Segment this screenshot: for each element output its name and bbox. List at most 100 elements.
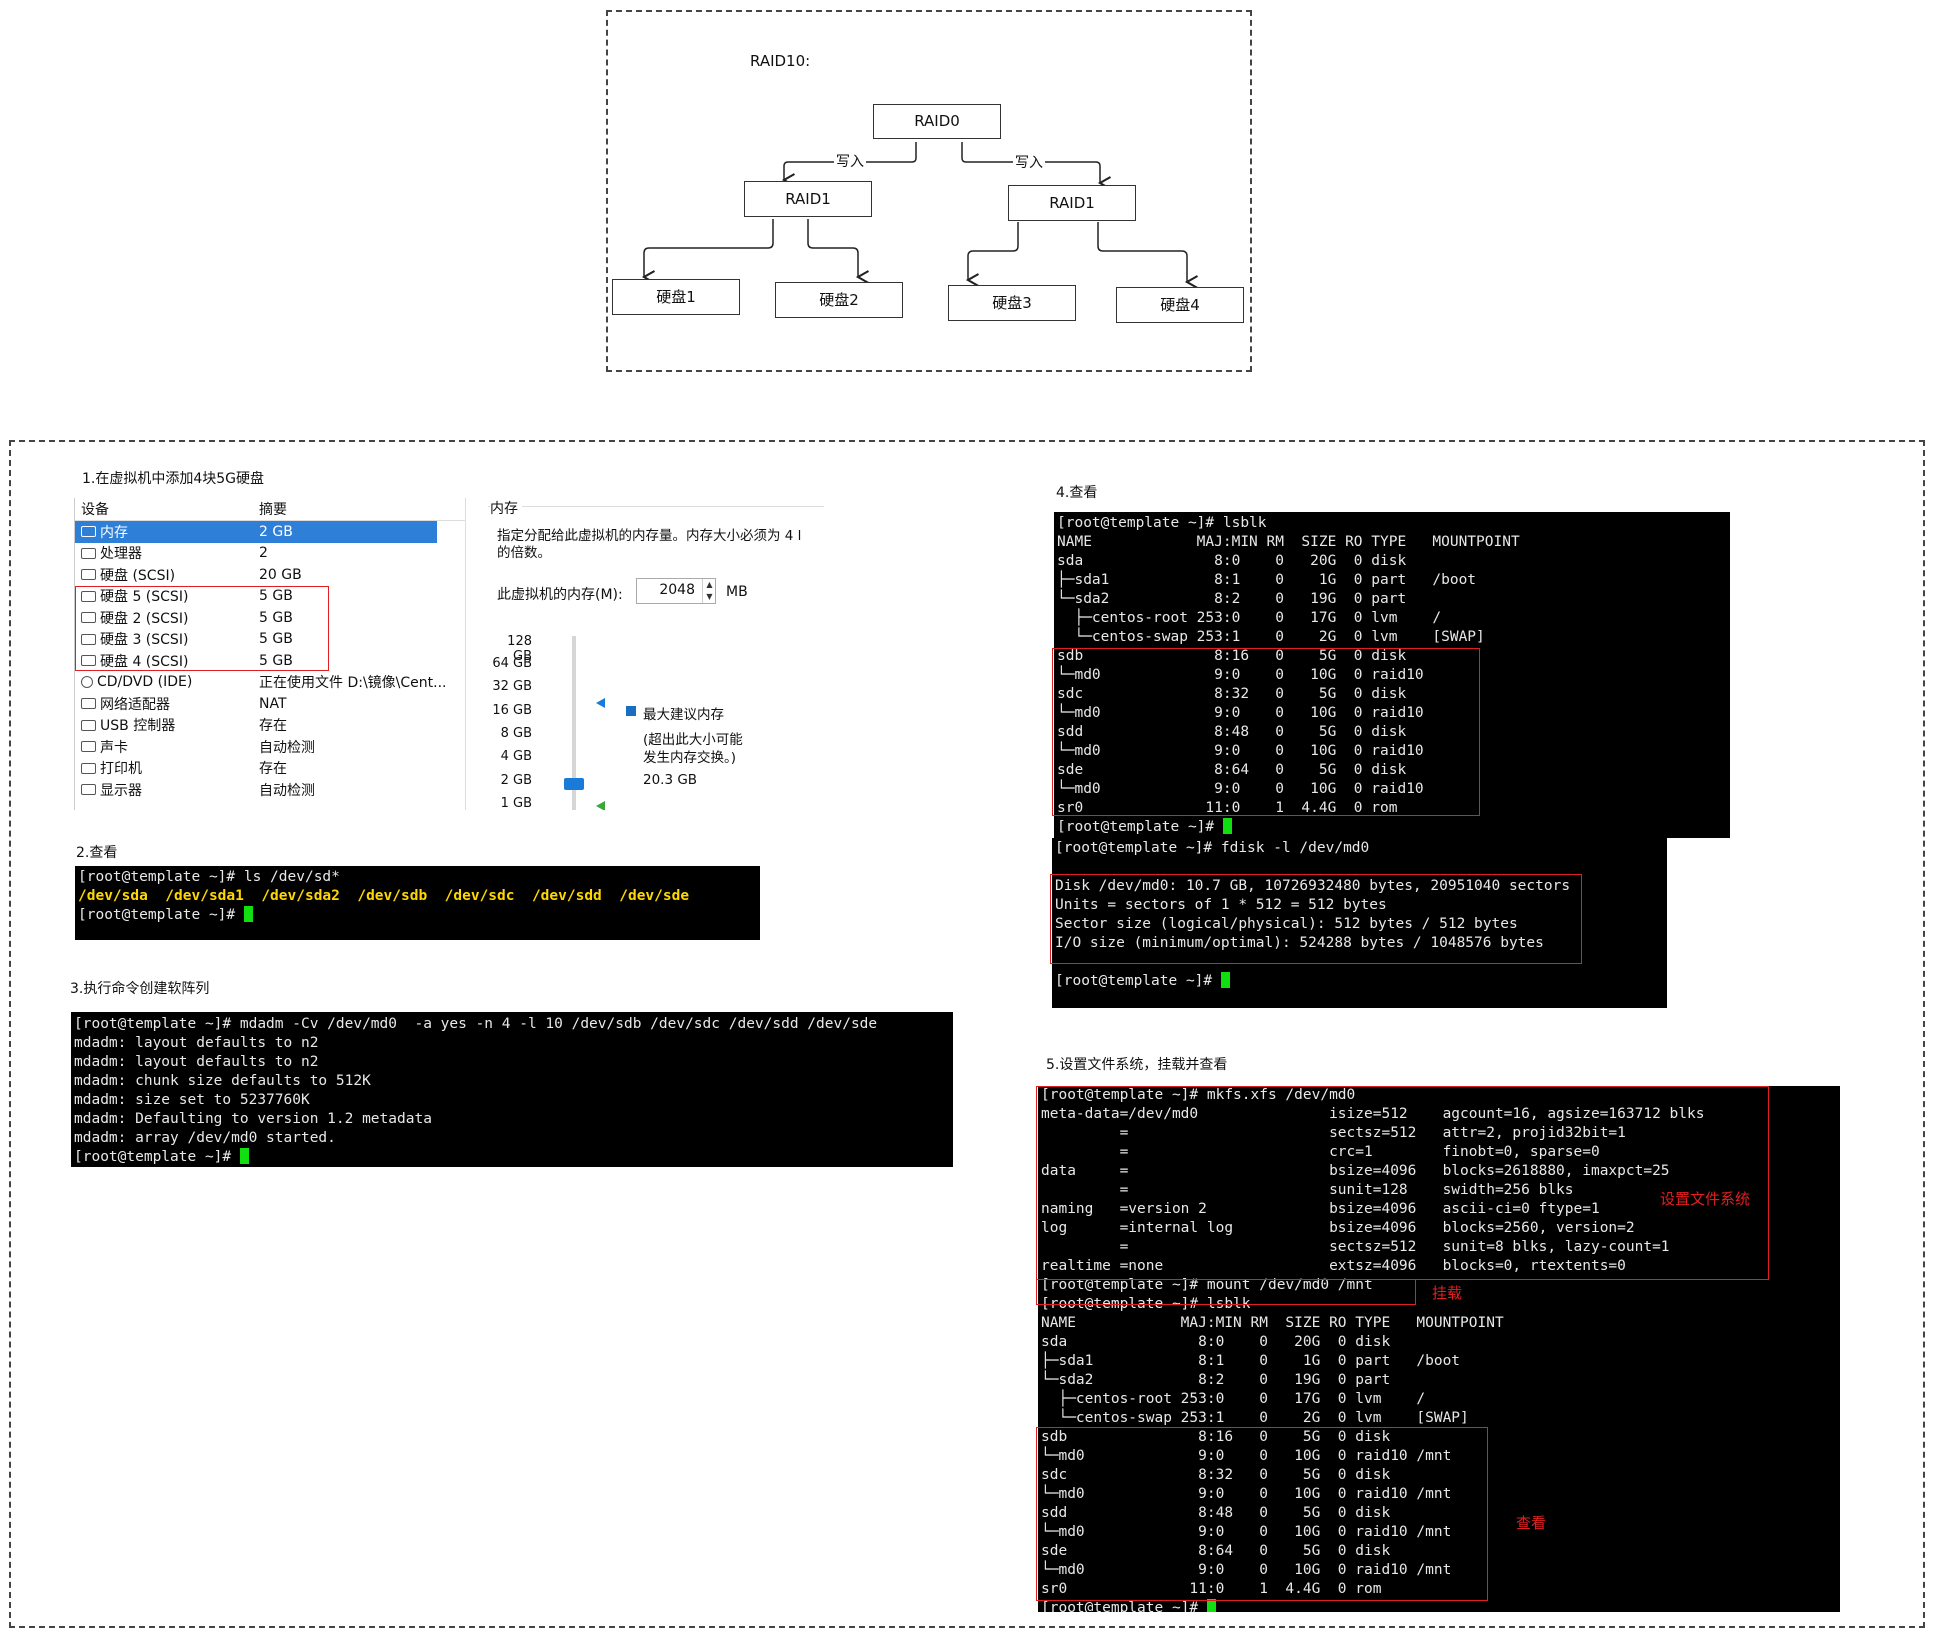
device-row-disk3[interactable]: 硬盘 3 (SCSI)5 GB [75, 629, 465, 651]
device-row-sound[interactable]: 声卡自动检测 [75, 736, 465, 758]
device-row-usb[interactable]: USB 控制器存在 [75, 715, 465, 737]
device-row-printer[interactable]: 打印机存在 [75, 758, 465, 780]
terminal-line: └─centos-swap 253:1 0 2G 0 lvm [SWAP] [1057, 629, 1485, 645]
terminal-line: mdadm: layout defaults to n2 [74, 1054, 319, 1070]
device-row-disk[interactable]: 硬盘 (SCSI)20 GB [75, 564, 465, 586]
memory-slider-thumb[interactable] [564, 778, 584, 790]
disk-icon [81, 655, 96, 667]
terminal-line: realtime =none extsz=4096 blocks=0, rtex… [1041, 1258, 1626, 1274]
device-row-disk2[interactable]: 硬盘 2 (SCSI)5 GB [75, 607, 465, 629]
memory-group-title: 内存 [490, 498, 522, 518]
diagram-title: RAID10: [750, 52, 811, 70]
col-summary-header: 摘要 [259, 502, 287, 518]
mkfs-highlight [1036, 1086, 1769, 1280]
device-row-disk4[interactable]: 硬盘 4 (SCSI)5 GB [75, 650, 465, 672]
disk-icon [81, 590, 96, 602]
steps-frame [9, 440, 1925, 1628]
raid-diagram-frame [606, 10, 1252, 372]
cpu-icon [81, 547, 96, 559]
write-label-right: 写入 [1013, 152, 1045, 172]
new-disks-highlight [75, 586, 329, 671]
terminal-line: [root@template ~]# mkfs.xfs /dev/md0 [1041, 1087, 1356, 1103]
terminal-line: [root@template ~]# mount /dev/md0 /mnt [1041, 1277, 1373, 1293]
scale-16gb: 16 GB [492, 703, 532, 718]
step1-heading: 1.在虚拟机中添加4块5G硬盘 [82, 471, 265, 487]
scale-1gb: 1 GB [500, 796, 532, 810]
terminal-lsblk: [root@template ~]# lsblk NAME MAJ:MIN RM… [1054, 512, 1730, 838]
terminal-line: sr0 11:0 1 4.4G 0 rom [1057, 800, 1398, 816]
node-raid1-left: RAID1 [744, 181, 872, 217]
min-marker [596, 801, 605, 810]
cd-icon [81, 676, 93, 689]
terminal-line: └─md0 9:0 0 10G 0 raid10 /mnt [1041, 1448, 1452, 1464]
terminal-fdisk: [root@template ~]# fdisk -l /dev/md0 Dis… [1052, 838, 1667, 1008]
cursor [239, 1148, 249, 1164]
terminal-prompt: [root@template ~]# [78, 906, 757, 925]
terminal-prompt: [root@template ~]# [1055, 972, 1664, 991]
memory-spinner[interactable]: ▲▼ [702, 579, 716, 603]
scale-4gb: 4 GB [500, 749, 532, 764]
terminal-line: ├─centos-root 253:0 0 17G 0 lvm / [1041, 1391, 1426, 1407]
step4-heading: 4.查看 [1056, 485, 1098, 501]
device-row-disk5[interactable]: 硬盘 5 (SCSI)5 GB [75, 586, 465, 608]
write-label-left: 写入 [834, 151, 866, 171]
disk-info-highlight [1050, 874, 1582, 964]
terminal-line: [root@template ~]# mdadm -Cv /dev/md0 -a… [74, 1016, 878, 1032]
terminal-line: ├─centos-root 253:0 0 17G 0 lvm / [1057, 610, 1442, 626]
scale-32gb: 32 GB [492, 679, 532, 694]
terminal-line: sdb 8:16 0 5G 0 disk [1041, 1429, 1391, 1445]
terminal-line: mdadm: chunk size defaults to 512K [74, 1073, 371, 1089]
device-row-cdrom[interactable]: CD/DVD (IDE)正在使用文件 D:\镜像\Cent... [75, 672, 465, 694]
terminal-line: sr0 11:0 1 4.4G 0 rom [1041, 1581, 1382, 1597]
scale-2gb: 2 GB [500, 773, 532, 788]
terminal-line: sdd 8:48 0 5G 0 disk [1057, 724, 1407, 740]
terminal-line: └─centos-swap 253:1 0 2G 0 lvm [SWAP] [1041, 1410, 1469, 1426]
terminal-line: log =internal log bsize=4096 blocks=2560… [1041, 1220, 1635, 1236]
terminal-line: [root@template ~]# ls /dev/sd* [78, 869, 340, 885]
mount-highlight [1036, 1279, 1416, 1305]
terminal-line: ├─sda1 8:1 0 1G 0 part /boot [1057, 572, 1477, 588]
node-disk4: 硬盘4 [1116, 287, 1244, 323]
disk-icon [81, 633, 96, 645]
terminal-line: └─md0 9:0 0 10G 0 raid10 [1057, 781, 1424, 797]
raid-diagram-connectors [641, 142, 1199, 289]
terminal-line: Disk /dev/md0: 10.7 GB, 10726932480 byte… [1055, 878, 1571, 894]
memory-input[interactable]: 2048 [636, 578, 716, 604]
step3-heading: 3.执行命令创建软阵列 [70, 981, 210, 997]
disk-icon [81, 569, 96, 581]
terminal-line: = sunit=128 swidth=256 blks [1041, 1182, 1574, 1198]
terminal-line: Units = sectors of 1 * 512 = 512 bytes [1055, 897, 1387, 913]
terminal-line: └─md0 9:0 0 10G 0 raid10 [1057, 667, 1424, 683]
disk-icon [81, 612, 96, 624]
terminal-line: = crc=1 finobt=0, sparse=0 [1041, 1144, 1600, 1160]
connector-right-disk4 [1097, 222, 1199, 289]
mounted-members-highlight [1036, 1427, 1488, 1601]
legend-note-2: 发生内存交换。) [643, 750, 737, 766]
terminal-line: mdadm: size set to 5237760K [74, 1092, 310, 1108]
note-view: 查看 [1516, 1514, 1547, 1532]
node-disk1: 硬盘1 [612, 279, 740, 315]
terminal-prompt: [root@template ~]# [1041, 1599, 1837, 1612]
terminal-line: data = bsize=4096 blocks=2618880, imaxpc… [1041, 1163, 1670, 1179]
device-row-display[interactable]: 显示器自动检测 [75, 779, 465, 801]
terminal-line: sde 8:64 0 5G 0 disk [1057, 762, 1407, 778]
terminal-line: = sectsz=512 sunit=8 blks, lazy-count=1 [1041, 1239, 1670, 1255]
note-mount: 挂载 [1432, 1284, 1463, 1302]
terminal-line: sdc 8:32 0 5G 0 disk [1041, 1467, 1391, 1483]
node-disk2: 硬盘2 [775, 282, 903, 318]
network-icon [81, 698, 96, 710]
terminal-line: naming =version 2 bsize=4096 ascii-ci=0 … [1041, 1201, 1600, 1217]
memory-icon [81, 526, 96, 538]
terminal-prompt: [root@template ~]# [74, 1148, 950, 1167]
terminal-line: NAME MAJ:MIN RM SIZE RO TYPE MOUNTPOINT [1041, 1315, 1504, 1331]
memory-slider-track[interactable] [572, 636, 576, 810]
connector-right-disk3 [965, 222, 1019, 287]
step5-heading: 5.设置文件系统，挂载并查看 [1046, 1057, 1228, 1073]
terminal-line: Sector size (logical/physical): 512 byte… [1055, 916, 1518, 932]
terminal-line: NAME MAJ:MIN RM SIZE RO TYPE MOUNTPOINT [1057, 534, 1520, 550]
terminal-line: meta-data=/dev/md0 isize=512 agcount=16,… [1041, 1106, 1705, 1122]
